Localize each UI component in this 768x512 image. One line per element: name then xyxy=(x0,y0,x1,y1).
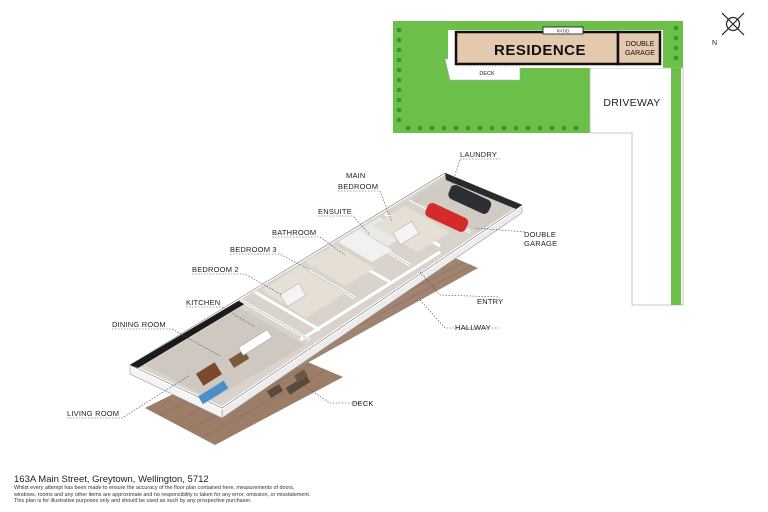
label-entry: ENTRY xyxy=(477,297,503,306)
label-laundry: LAUNDRY xyxy=(460,150,497,159)
hedge-right xyxy=(673,25,679,61)
disclaimer-line-2: windows, rooms and any other items are a… xyxy=(14,491,311,498)
car-red xyxy=(425,203,469,232)
hedge-left xyxy=(396,27,402,123)
driveway-strip xyxy=(589,67,684,306)
compass-icon xyxy=(721,12,745,36)
driveway-label: DRIVEWAY xyxy=(603,97,660,109)
disclaimer-line-3: This plan is for illustrative purposes o… xyxy=(14,498,252,505)
sofa xyxy=(198,380,229,405)
deck-table xyxy=(293,369,309,383)
garage-dark-wall xyxy=(445,173,522,209)
deck-sofa xyxy=(266,383,284,399)
bedroom-3-floor xyxy=(305,245,375,286)
room-labels: LAUNDRY MAIN BEDROOM ENSUITE BATHROOM BE… xyxy=(67,150,557,418)
label-living-room: LIVING ROOM xyxy=(67,409,119,418)
main-bed xyxy=(392,220,420,246)
disclaimer-line-1: Whilst every attempt has been made to en… xyxy=(14,485,295,491)
label-bedroom-3: BEDROOM 3 xyxy=(230,245,277,254)
label-ensuite: ENSUITE xyxy=(318,207,352,216)
deck-chairs xyxy=(285,375,311,395)
label-bedroom-2: BEDROOM 2 xyxy=(192,265,239,274)
label-double-garage-2: GARAGE xyxy=(524,239,557,248)
garage-floor xyxy=(410,178,515,232)
isometric-floor-plan xyxy=(129,171,526,445)
label-deck: DECK xyxy=(352,399,374,408)
garage-block xyxy=(616,30,662,66)
site-garage-label-2: GARAGE xyxy=(625,50,655,57)
bed-2 xyxy=(279,282,307,308)
site-deck-label: DECK xyxy=(479,71,495,77)
label-double-garage-1: DOUBLE xyxy=(524,230,556,239)
site-garage-label-1: DOUBLE xyxy=(626,41,655,48)
patio-block xyxy=(542,26,584,35)
property-address: 163A Main Street, Greytown, Wellington, … xyxy=(14,474,209,485)
hedge-bottom xyxy=(405,125,579,131)
patio-label: PATIO xyxy=(557,29,570,34)
label-bathroom: BATHROOM xyxy=(272,228,316,237)
kitchen-island xyxy=(238,329,273,356)
car-dark xyxy=(448,185,492,214)
coffee-table xyxy=(195,362,223,386)
label-main-bedroom-1: MAIN xyxy=(346,171,366,180)
driveway-verge xyxy=(671,68,681,305)
north-label: N xyxy=(712,40,717,47)
residence-block xyxy=(454,30,620,66)
label-dining-room: DINING ROOM xyxy=(112,320,166,329)
leader-lines xyxy=(67,158,526,419)
footer: 163A Main Street, Greytown, Wellington, … xyxy=(14,474,434,505)
label-main-bedroom-2: BEDROOM xyxy=(338,182,378,191)
label-hallway: HALLWAY xyxy=(455,323,491,332)
residence-label: RESIDENCE xyxy=(494,42,586,59)
living-dark-edge xyxy=(130,300,246,368)
bathroom-floor xyxy=(338,230,392,262)
label-kitchen: KITCHEN xyxy=(186,298,220,307)
site-plan: PATIO RESIDENCE DOUBLE GARAGE DECK DRIVE… xyxy=(393,12,745,306)
